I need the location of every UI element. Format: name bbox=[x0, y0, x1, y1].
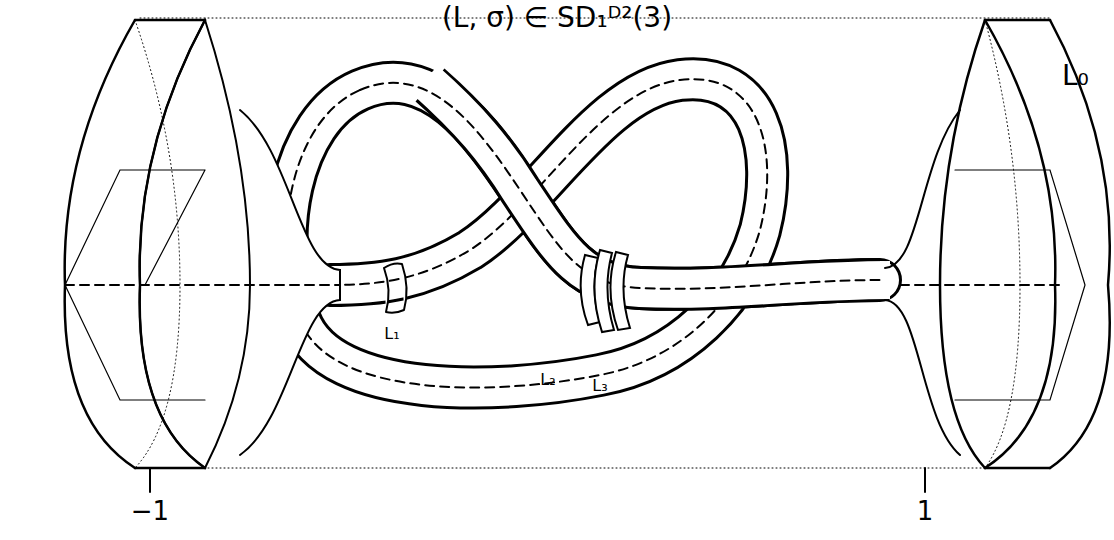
strand-label: L₂ bbox=[540, 372, 555, 388]
axis-tick-label: 1 bbox=[917, 498, 934, 524]
figure-title: (L, σ) ∈ SD₁ᴰ²(3) bbox=[442, 4, 672, 32]
axis-tick-label: −1 bbox=[131, 498, 169, 524]
strand-label: L₁ bbox=[384, 326, 399, 342]
strand-label: L₃ bbox=[592, 378, 607, 394]
strand-label: L₀ bbox=[1062, 62, 1089, 90]
